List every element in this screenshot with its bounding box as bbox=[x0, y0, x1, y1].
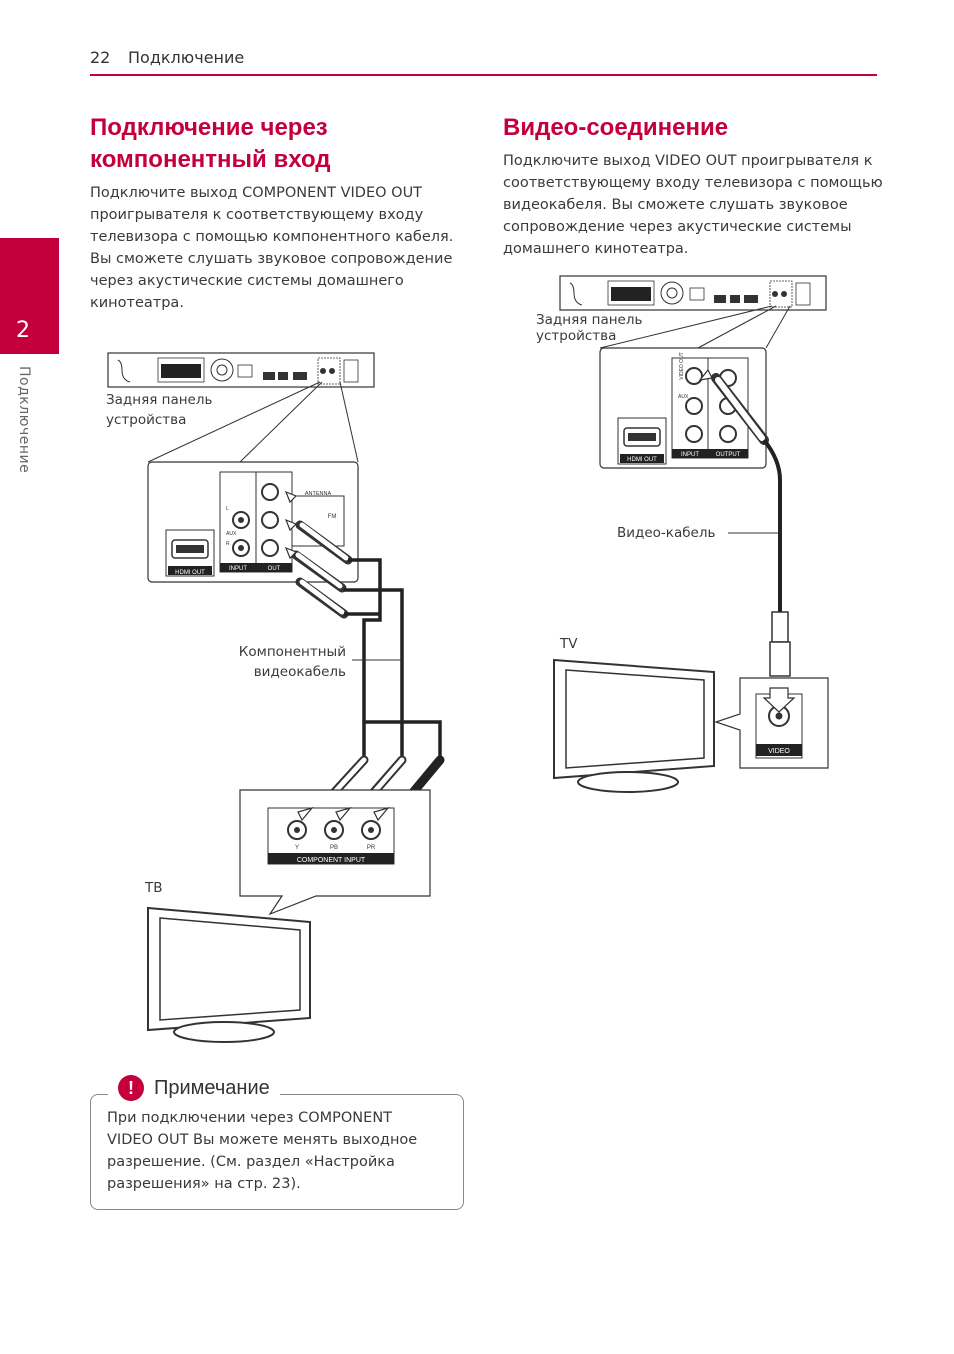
exclamation-icon: ! bbox=[118, 1075, 144, 1101]
left-tv bbox=[147, 906, 311, 1043]
tv-component-input-box bbox=[239, 789, 431, 916]
text-line: разрешения» на стр. 23). bbox=[107, 1176, 301, 1192]
label-line: устройства bbox=[106, 412, 187, 428]
label-line: Задняя панель bbox=[106, 392, 213, 408]
page-number: 22 bbox=[90, 48, 111, 67]
video-cable-label: Видео-кабель bbox=[617, 525, 716, 541]
label-line: Задняя панель bbox=[536, 312, 643, 328]
chapter-number: 2 bbox=[16, 318, 30, 343]
video-cable bbox=[711, 373, 791, 677]
video-out-label: VIDEO OUT bbox=[679, 352, 685, 380]
text-line: соответствующему входу телевизора с помо… bbox=[503, 175, 883, 191]
text-line: Подключите выход COMPONENT VIDEO OUT bbox=[90, 185, 423, 201]
out-label: OUT bbox=[268, 566, 281, 572]
text-line: через акустические системы домашнего bbox=[90, 273, 404, 289]
chapter-tab bbox=[0, 238, 59, 354]
right-zoomed-panel bbox=[599, 347, 767, 469]
component-cable-label: Компонентный видеокабель bbox=[210, 642, 346, 682]
text-line: Подключите выход VIDEO OUT проигрывателя… bbox=[503, 153, 873, 169]
y-label: Y bbox=[295, 845, 299, 851]
text-line: кинотеатра. bbox=[90, 295, 184, 311]
right-rear-panel-label: Задняя панель устройства bbox=[536, 312, 642, 344]
pb-label: PB bbox=[330, 845, 338, 851]
left-heading: Подключение через компонентный вход bbox=[90, 112, 331, 176]
l-label: L bbox=[226, 506, 229, 512]
label-line: Компонентный bbox=[238, 644, 346, 660]
note-title: Примечание bbox=[154, 1076, 270, 1099]
text-line: Вы сможете слушать звуковое сопровождени… bbox=[90, 251, 453, 267]
text-line: проигрывателя к соответствующему входу bbox=[90, 207, 424, 223]
text-line: домашнего кинотеатра. bbox=[503, 241, 689, 257]
tv-video-input-box bbox=[714, 677, 829, 769]
text-line: VIDEO OUT Вы можете менять выходное bbox=[107, 1132, 418, 1148]
text-line: разрешение. (См. раздел «Настройка bbox=[107, 1154, 395, 1170]
input-label: INPUT bbox=[229, 566, 247, 572]
left-zoomed-panel bbox=[147, 461, 359, 583]
text-line: сопровождение через акустические системы bbox=[503, 219, 852, 235]
text-line: При подключении через COMPONENT bbox=[107, 1110, 393, 1126]
text-line: телевизора с помощью компонентного кабел… bbox=[90, 229, 454, 245]
left-rear-panel-label: Задняя панель устройства bbox=[106, 390, 212, 430]
antenna-label: ANTENNA bbox=[305, 491, 332, 497]
label-line: видеокабель bbox=[253, 664, 346, 680]
left-paragraph: Подключите выход COMPONENT VIDEO OUT про… bbox=[90, 182, 460, 314]
left-rear-panel bbox=[107, 352, 375, 388]
output-label-right: OUTPUT bbox=[716, 452, 741, 458]
label-line: устройства bbox=[536, 328, 617, 344]
pr-label: PR bbox=[367, 845, 376, 851]
section-title: Подключение bbox=[128, 48, 245, 67]
aux-label: AUX bbox=[226, 531, 237, 537]
left-heading-line2: компонентный вход bbox=[90, 146, 331, 173]
chapter-label: Подключение bbox=[16, 366, 32, 474]
r-label: R bbox=[226, 541, 230, 547]
text-line: видеокабеля. Вы сможете слушать звуковое bbox=[503, 197, 848, 213]
fm-label: FM bbox=[328, 514, 337, 520]
note-header: ! Примечание bbox=[108, 1075, 280, 1101]
right-tv bbox=[553, 658, 715, 793]
component-input-label: COMPONENT INPUT bbox=[297, 857, 366, 864]
right-heading: Видео-соединение bbox=[503, 112, 728, 144]
right-paragraph: Подключите выход VIDEO OUT проигрывателя… bbox=[503, 150, 883, 260]
right-rear-panel bbox=[559, 275, 827, 311]
right-heading-text: Видео-соединение bbox=[503, 114, 729, 141]
note-text: При подключении через COMPONENT VIDEO OU… bbox=[107, 1107, 452, 1195]
video-label: VIDEO bbox=[768, 748, 790, 755]
right-tv-label: TV bbox=[560, 636, 578, 652]
input-label-right: INPUT bbox=[681, 452, 699, 458]
header-rule bbox=[90, 74, 877, 76]
left-tv-label: ТВ bbox=[145, 880, 163, 896]
aux-label-right: AUX bbox=[678, 394, 689, 400]
hdmi-out-label: HDMI OUT bbox=[175, 570, 205, 576]
note-box bbox=[90, 1094, 464, 1210]
left-heading-line1: Подключение через bbox=[90, 114, 328, 141]
hdmi-out-label-right: HDMI OUT bbox=[627, 457, 657, 463]
